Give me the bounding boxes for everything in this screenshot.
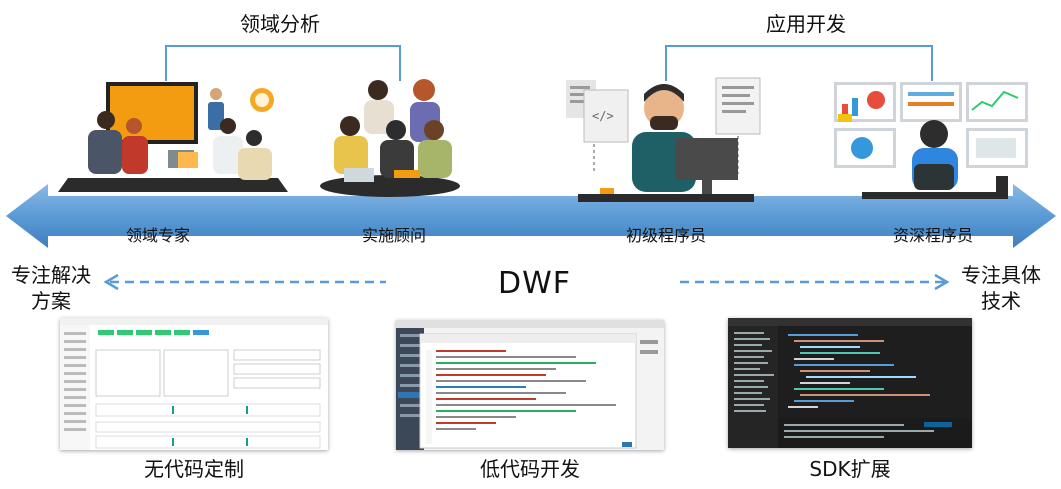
- timeline-arrow: [6, 184, 1056, 248]
- group-title-app-development: 应用开发: [766, 12, 846, 36]
- left-focus-label: 专注解决 方案: [6, 262, 96, 314]
- role-label-implementation-consultant: 实施顾问: [361, 226, 426, 245]
- team-illustration: [320, 79, 460, 197]
- role-label-junior-developer: 初级程序员: [625, 226, 706, 245]
- center-label-dwf: DWF: [498, 266, 572, 301]
- group-title-domain-analysis: 领域分析: [240, 12, 320, 36]
- right-focus-line-1: 专注具体: [961, 263, 1041, 287]
- role-label-senior-developer: 资深程序员: [892, 226, 973, 245]
- no-code-screenshot: [60, 318, 328, 450]
- dashed-arrow-left: [103, 273, 386, 291]
- caption-sdk: SDK扩展: [809, 457, 891, 481]
- senior-developer-illustration: [834, 82, 1028, 199]
- dashed-arrow-right: [680, 273, 950, 291]
- sdk-screenshot: [728, 318, 972, 448]
- right-focus-line-2: 技术: [981, 289, 1021, 313]
- svg-text:</>: </>: [592, 109, 614, 123]
- developer-illustration: </>: [566, 77, 761, 202]
- bracket-app-development: [665, 45, 933, 81]
- left-focus-line-2: 方案: [31, 289, 71, 313]
- caption-no-code: 无代码定制: [144, 457, 244, 481]
- bracket-domain-analysis: [165, 45, 401, 81]
- left-focus-line-1: 专注解决: [11, 263, 91, 287]
- right-focus-label: 专注具体 技术: [953, 262, 1049, 314]
- role-label-domain-expert: 领域专家: [125, 226, 190, 245]
- low-code-screenshot: [396, 320, 664, 450]
- meeting-illustration: [58, 82, 288, 192]
- caption-low-code: 低代码开发: [480, 457, 580, 481]
